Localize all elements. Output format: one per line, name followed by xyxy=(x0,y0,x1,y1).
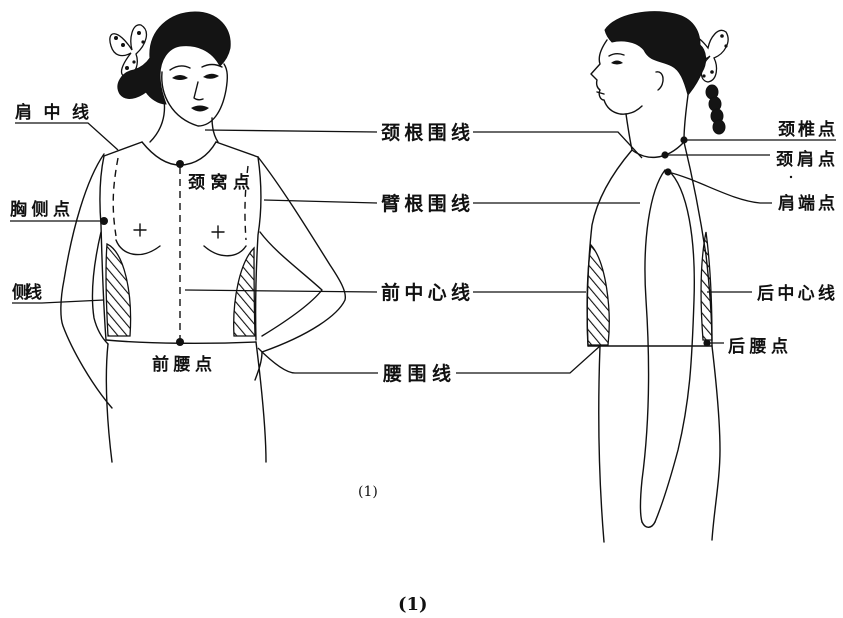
front-figure xyxy=(61,12,345,462)
front-brow-left xyxy=(170,66,190,70)
front-bodice-left-side xyxy=(100,156,106,340)
front-princess-dashed-left xyxy=(113,158,118,236)
label-neck-base-line: 颈根围线 xyxy=(381,121,470,144)
front-eye-left xyxy=(172,75,188,80)
side-figure xyxy=(587,12,792,542)
figure-caption: (1) xyxy=(398,594,428,615)
front-shoulder-left xyxy=(104,142,142,156)
label-back-center-line: 后中心线 xyxy=(757,283,835,304)
leader-arm-base-line-left xyxy=(264,200,377,203)
front-bust-mark-left xyxy=(134,224,146,236)
front-bust-right xyxy=(204,246,246,256)
side-skirt-back xyxy=(712,346,720,540)
front-right-arm-outer xyxy=(258,157,345,352)
side-ear xyxy=(656,72,663,90)
front-bust-mark-right xyxy=(212,226,224,238)
label-side-neck-point: 颈肩点 xyxy=(776,149,835,170)
leader-waist-line-right xyxy=(456,346,600,373)
front-skirt-left xyxy=(106,344,112,462)
side-lips xyxy=(597,92,604,94)
leader-neck-base-line-right xyxy=(473,132,642,158)
front-side-hatch-right xyxy=(234,248,255,336)
side-back-hatch xyxy=(701,232,712,340)
label-chest-side-point: 胸侧点 xyxy=(10,199,70,220)
front-bodice-right-side xyxy=(256,157,261,340)
neck-hollow-point-marker xyxy=(176,160,184,168)
front-nose xyxy=(194,82,203,100)
front-right-arm-inner xyxy=(260,232,322,336)
leader-front-center-line-left xyxy=(185,290,377,292)
front-shoulder-right xyxy=(216,142,258,157)
side-face-profile xyxy=(591,40,642,114)
side-eye xyxy=(611,61,623,65)
front-waist-point-marker xyxy=(176,338,184,346)
labels: 肩中线 胸侧点 侧线 颈窝点 前腰点 颈根围线 臂根围线 前中心线 腰围线 颈椎… xyxy=(10,102,835,615)
front-lips xyxy=(191,106,209,112)
label-shoulder-point: 肩端点 xyxy=(778,193,835,214)
side-front-hatch xyxy=(587,245,609,345)
label-back-waist-point: 后腰点 xyxy=(728,336,788,357)
side-hand xyxy=(642,522,655,527)
front-neck-left xyxy=(150,100,164,142)
side-neck-back xyxy=(684,95,688,140)
front-bust-left xyxy=(116,240,160,255)
label-side-line: 侧线 xyxy=(12,282,42,303)
leader-neck-base-line-left xyxy=(205,130,377,132)
side-skirt-front xyxy=(599,346,604,542)
front-side-hatch-left xyxy=(106,244,131,336)
front-eye-right xyxy=(203,74,219,79)
front-left-arm-outer xyxy=(61,154,112,408)
label-neck-hollow-point: 颈窝点 xyxy=(188,172,250,193)
label-front-center-line: 前中心线 xyxy=(381,281,470,304)
label-front-waist-point: 前腰点 xyxy=(152,354,212,375)
sub-caption: (1) xyxy=(358,484,378,500)
stray-dot xyxy=(790,176,792,178)
leader-waist-line-left xyxy=(258,348,378,373)
label-shoulder-center-line: 肩中线 xyxy=(15,102,89,123)
label-cervical-point: 颈椎点 xyxy=(778,119,835,140)
label-arm-base-line: 臂根围线 xyxy=(381,192,470,215)
side-braid xyxy=(706,85,725,134)
label-waist-line: 腰围线 xyxy=(382,362,451,385)
side-brow xyxy=(609,54,624,56)
leader-shoulder-center-line xyxy=(15,123,118,150)
